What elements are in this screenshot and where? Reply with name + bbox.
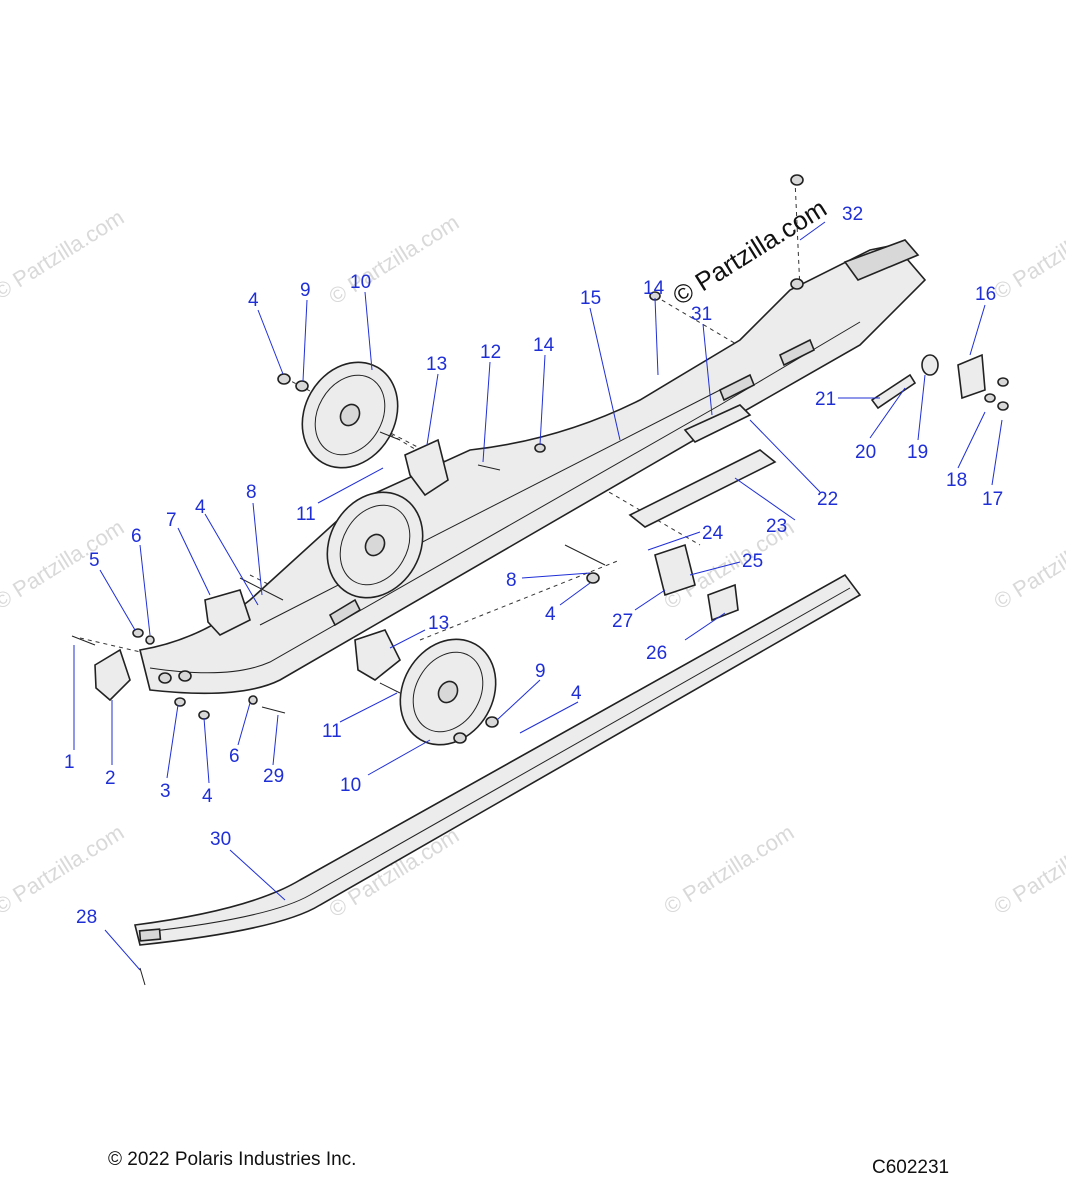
faint-watermark: © Partzilla.com (989, 819, 1066, 919)
callout-6: 6 (131, 526, 142, 547)
callout-3: 3 (160, 781, 171, 802)
callout-11: 11 (322, 721, 342, 742)
faint-watermark: © Partzilla.com (324, 209, 463, 309)
callout-12: 12 (480, 342, 501, 363)
callout-10: 10 (340, 775, 361, 796)
faint-watermarks: © Partzilla.com © Partzilla.com © Partzi… (0, 204, 1066, 922)
callout-10: 10 (350, 272, 371, 293)
callout-4: 4 (195, 497, 206, 518)
wheel-lower (399, 638, 497, 746)
slide-rail (134, 573, 862, 946)
small-parts (71, 174, 1009, 986)
callout-13: 13 (428, 613, 449, 634)
callout-4: 4 (571, 683, 582, 704)
callout-4: 4 (202, 786, 213, 807)
callout-32: 32 (842, 204, 863, 225)
callout-9: 9 (300, 280, 311, 301)
diagram-code: C602231 (872, 1157, 949, 1178)
callout-4: 4 (248, 290, 259, 311)
callout-13: 13 (426, 354, 447, 375)
callout-17: 17 (982, 489, 1003, 510)
callout-8: 8 (246, 482, 257, 503)
callout-9: 9 (535, 661, 546, 682)
callout-18: 18 (946, 470, 967, 491)
callout-25: 25 (742, 551, 763, 572)
wheel-upper (301, 361, 399, 469)
callout-31: 31 (691, 304, 712, 325)
callout-6: 6 (229, 746, 240, 767)
callout-4: 4 (545, 604, 556, 625)
callout-28: 28 (76, 907, 97, 928)
faint-watermark: © Partzilla.com (989, 204, 1066, 304)
callout-23: 23 (766, 516, 787, 537)
callout-2: 2 (105, 768, 116, 789)
faint-watermark: © Partzilla.com (659, 819, 798, 919)
callout-26: 26 (646, 643, 667, 664)
callout-16: 16 (975, 284, 996, 305)
callout-24: 24 (702, 523, 724, 544)
callout-20: 20 (855, 442, 876, 463)
callout-30: 30 (210, 829, 231, 850)
callout-21: 21 (815, 389, 836, 410)
callout-11: 11 (296, 504, 316, 525)
callout-27: 27 (612, 611, 633, 632)
faint-watermark: © Partzilla.com (0, 514, 128, 614)
callout-8: 8 (506, 570, 517, 591)
callout-14: 14 (643, 278, 665, 299)
faint-watermark: © Partzilla.com (0, 819, 128, 919)
wheel-middle (326, 491, 424, 599)
leader-lines (73, 221, 1003, 971)
faint-watermark: © Partzilla.com (989, 514, 1066, 614)
faint-watermark: © Partzilla.com (0, 204, 128, 304)
callout-5: 5 (89, 550, 100, 571)
callout-15: 15 (580, 288, 601, 309)
callout-22: 22 (817, 489, 838, 510)
copyright-text: © 2022 Polaris Industries Inc. (108, 1149, 356, 1170)
callout-1: 1 (64, 752, 75, 773)
callout-7: 7 (166, 510, 177, 531)
callouts: 1 2 3 4 4 4 4 4 5 6 6 7 8 8 9 9 10 10 11… (64, 204, 1003, 928)
callout-14: 14 (533, 335, 555, 356)
callout-19: 19 (907, 442, 928, 463)
callout-29: 29 (263, 766, 284, 787)
